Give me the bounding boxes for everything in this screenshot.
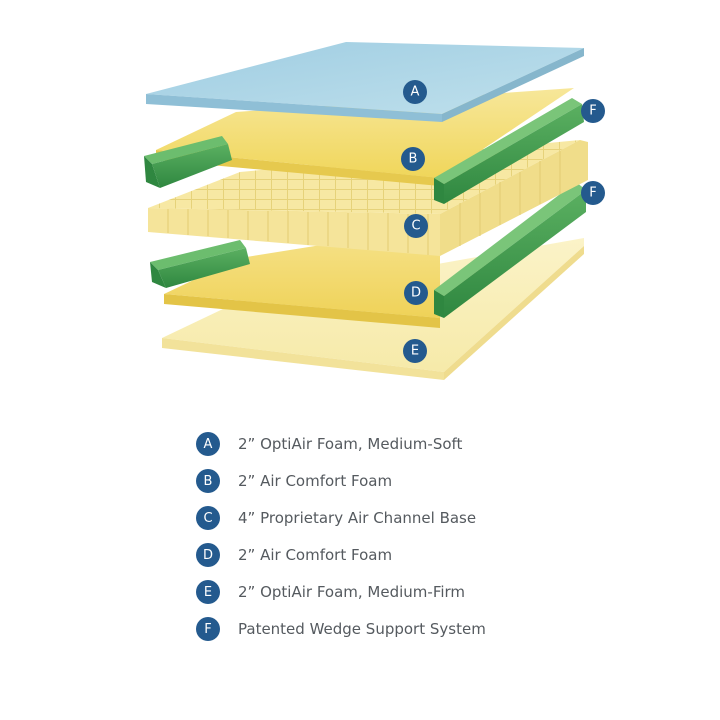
layer-c-grooves — [167, 151, 561, 255]
wedge-upper-right — [434, 98, 584, 204]
wedge-lower-right-top — [434, 182, 586, 296]
legend-label-e: 2” OptiAir Foam, Medium-Firm — [238, 583, 466, 601]
layer-c-side — [440, 140, 588, 256]
legend-label-d: 2” Air Comfort Foam — [238, 546, 393, 564]
badge-b: B — [401, 147, 425, 171]
badge-d-letter: D — [411, 286, 421, 301]
legend-badge-e: E — [196, 580, 220, 604]
badge-d-circle — [404, 281, 428, 305]
layer-legend: A 2” OptiAir Foam, Medium-Soft B 2” Air … — [196, 432, 616, 654]
legend-item-d: D 2” Air Comfort Foam — [196, 543, 616, 567]
layer-e-side — [444, 246, 584, 380]
wedge-upper-right-face — [444, 104, 584, 204]
legend-badge-d: D — [196, 543, 220, 567]
wedge-lower-right-side — [434, 290, 444, 318]
wedge-upper-left-top — [144, 136, 228, 164]
wedge-upper-right-top — [434, 98, 582, 184]
wedge-lower-left-face — [150, 262, 166, 288]
legend-label-f: Patented Wedge Support System — [238, 620, 486, 638]
badge-e: E — [403, 339, 427, 363]
badge-f-lower-letter: F — [589, 186, 596, 201]
badge-c-letter: C — [411, 219, 420, 234]
badge-d: D — [404, 281, 428, 305]
legend-item-b: B 2” Air Comfort Foam — [196, 469, 616, 493]
wedge-upper-left-face — [144, 156, 160, 188]
badge-f-upper: F — [581, 99, 605, 123]
badge-a-letter: A — [411, 85, 420, 100]
badge-a-circle — [403, 80, 427, 104]
layer-c-front — [148, 208, 440, 256]
wedge-lower-right — [434, 182, 586, 318]
wedge-upper-right-side — [434, 178, 444, 204]
legend-label-b: 2” Air Comfort Foam — [238, 472, 393, 490]
layer-a-side — [442, 48, 584, 122]
legend-item-a: A 2” OptiAir Foam, Medium-Soft — [196, 432, 616, 456]
legend-label-a: 2” OptiAir Foam, Medium-Soft — [238, 435, 463, 453]
badge-b-letter: B — [409, 152, 418, 167]
badge-c-circle — [404, 214, 428, 238]
wedge-upper-left-side — [152, 144, 232, 188]
legend-label-c: 4” Proprietary Air Channel Base — [238, 509, 477, 527]
legend-badge-f: F — [196, 617, 220, 641]
badge-f-upper-circle — [581, 99, 605, 123]
layer-e-edge — [162, 338, 444, 380]
legend-badge-a: A — [196, 432, 220, 456]
legend-badge-b: B — [196, 469, 220, 493]
badge-f-upper-letter: F — [589, 104, 596, 119]
layer-a — [146, 42, 584, 122]
legend-item-f: F Patented Wedge Support System — [196, 617, 616, 641]
badge-e-letter: E — [411, 344, 419, 359]
layer-d-edge — [164, 294, 440, 328]
wedge-lower-left-top — [150, 240, 246, 270]
legend-item-e: E 2” OptiAir Foam, Medium-Firm — [196, 580, 616, 604]
mattress-layer-diagram: A B C D E F F — [144, 42, 605, 380]
wedge-lower-left — [150, 240, 250, 288]
wedge-upper-left — [144, 136, 232, 188]
layer-a-edge — [146, 94, 442, 122]
badge-c: C — [404, 214, 428, 238]
legend-badge-c: C — [196, 506, 220, 530]
legend-item-c: C 4” Proprietary Air Channel Base — [196, 506, 616, 530]
badge-f-lower-circle — [581, 181, 605, 205]
layer-a-top — [146, 42, 584, 114]
badge-b-circle — [401, 147, 425, 171]
badge-a: A — [403, 80, 427, 104]
wedge-lower-right-face — [444, 190, 586, 318]
badge-f-lower: F — [581, 181, 605, 205]
badge-e-circle — [403, 339, 427, 363]
wedge-lower-left-side — [158, 248, 250, 288]
